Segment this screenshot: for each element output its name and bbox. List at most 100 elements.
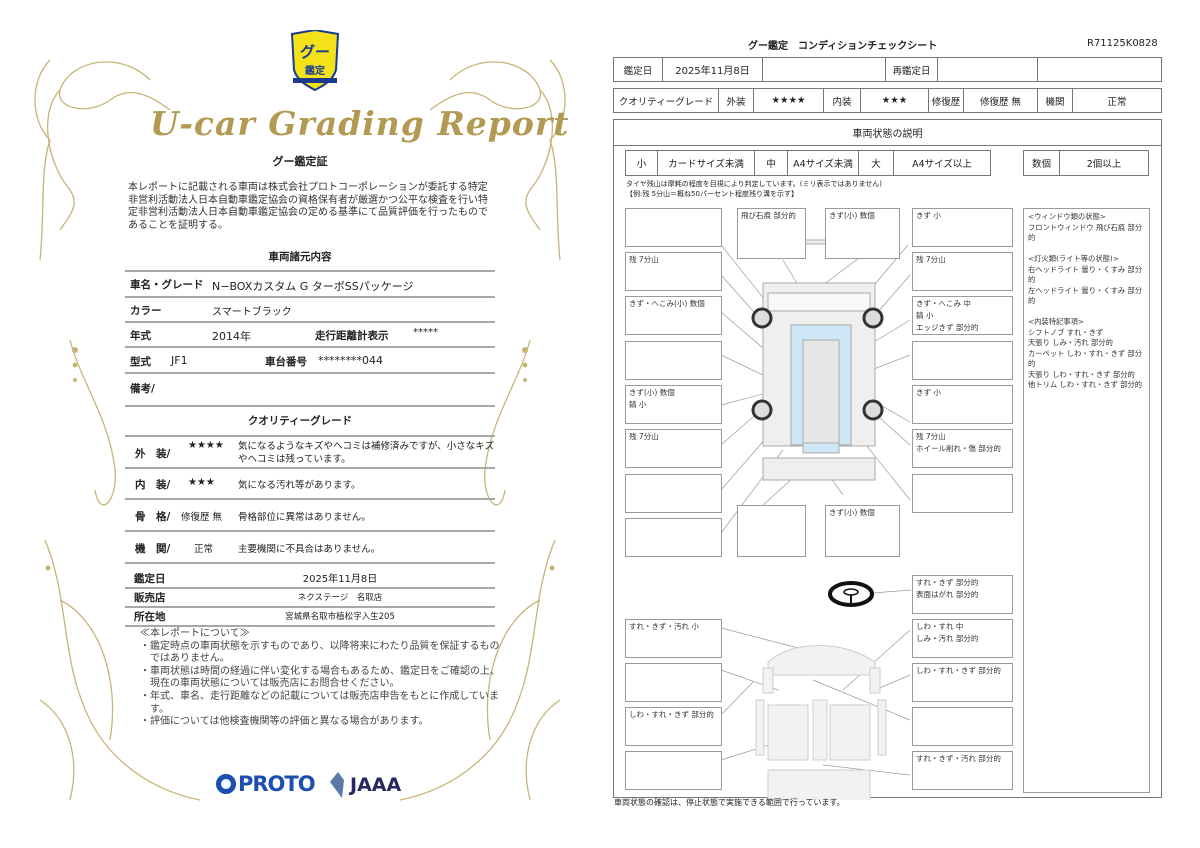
- tire-rear-left-icon: [751, 399, 773, 421]
- svg-text:グー: グー: [300, 43, 330, 61]
- exterior-comment-left: [625, 341, 722, 380]
- proto-logo-mark: [216, 774, 236, 794]
- report-script-title: U-car Grading Report: [150, 104, 570, 143]
- grade-value: 正常: [194, 544, 214, 555]
- grade-label: 機 関/: [135, 543, 171, 555]
- year-label: 年式: [130, 330, 151, 342]
- interior-label: 内装: [823, 88, 861, 113]
- grade-description: 気になる汚れ等があります。: [238, 480, 361, 491]
- year-value: 2014年: [212, 330, 251, 343]
- grade-description: 主要機関に不具合はありません。: [238, 544, 381, 555]
- date-label: 鑑定日: [613, 57, 663, 82]
- exterior-comment-bottom: [737, 505, 806, 557]
- legend-large-desc: A4サイズ以上: [893, 150, 991, 176]
- engine-value: 正常: [1072, 88, 1162, 113]
- exterior-comment-right: きず・へこみ 中 錆 小 エッジきず 部分的: [912, 296, 1013, 335]
- exterior-comment-left: きず・へこみ(小) 数個: [625, 296, 722, 335]
- certificate-title: グー鑑定証: [272, 155, 328, 168]
- about-item: ・鑑定時点の車両状態を示すものであり、以降将来にわたり品質を保証するものではあり…: [140, 640, 500, 665]
- vehicle-diagram: [720, 239, 912, 800]
- odometer-value: *****: [413, 327, 438, 338]
- grade-value: ★★★★: [188, 440, 224, 451]
- exterior-comment-left: 残 7分山: [625, 429, 722, 468]
- legend-several: 数個: [1023, 150, 1060, 176]
- tire-note: タイヤ残山は摩耗の程度を目視により判定しています。(ミリ表示ではありません): [626, 180, 882, 188]
- grade-description: 骨格部位に異常はありません。: [238, 512, 371, 523]
- legend-medium-desc: A4サイズ未満: [787, 150, 859, 176]
- condition-section-title: 車両状態の説明: [613, 119, 1162, 146]
- footer-note: 車両状態の確認は、停止状態で実施できる範囲で行っています。: [614, 798, 845, 807]
- exterior-comment-left: [625, 208, 722, 247]
- odometer-label: 走行距離計表示: [315, 330, 389, 342]
- address-value: 宮城県名取市植松字入生205: [285, 612, 395, 622]
- reappraisal-date-label: 再鑑定日: [885, 57, 938, 82]
- exterior-comment-left: 残 7分山: [625, 252, 722, 291]
- exterior-comment-top: 飛び石痕 部分的: [737, 208, 806, 259]
- special-notes-panel: <ウィンドウ類の状態> フロントウィンドウ 飛び石痕 部分的 <灯火類(ライト等…: [1023, 208, 1150, 793]
- tire-rear-right-icon: [862, 399, 884, 421]
- exterior-label: 外装: [718, 88, 754, 113]
- svg-text:鑑定: 鑑定: [305, 64, 325, 77]
- grade-description: 気になるようなキズやヘコミは補修済みですが、小さなキズやヘコミは残っています。: [238, 441, 495, 465]
- about-item: ・車両状態は時間の経過に伴い変化する場合もあるため、鑑定日をご確認の上、現在の車…: [140, 665, 500, 690]
- shop-value: ネクステージ 名取店: [297, 593, 383, 603]
- model-value: JF1: [171, 354, 188, 367]
- legend-medium: 中: [754, 150, 788, 176]
- remarks-label: 備考/: [130, 383, 155, 395]
- legend-large: 大: [858, 150, 894, 176]
- exterior-comment-left: [625, 474, 722, 513]
- chassis-label: 車台番号: [265, 356, 307, 368]
- model-label: 型式: [130, 356, 151, 368]
- exterior-comment-right: [912, 474, 1013, 513]
- engine-label: 機関: [1037, 88, 1073, 113]
- reappraisal-blank: [1037, 57, 1162, 82]
- exterior-comment-left: [625, 518, 722, 557]
- exterior-comment-right: きず 小: [912, 208, 1013, 247]
- repair-label: 修復歴: [928, 88, 964, 113]
- about-report-notes: ≪本レポートについて≫ ・鑑定時点の車両状態を示すものであり、以降将来にわたり品…: [140, 628, 500, 729]
- repair-value: 修復歴 無: [963, 88, 1038, 113]
- interior-comment-right: [912, 707, 1013, 746]
- address-label: 所在地: [134, 611, 166, 623]
- legend-small-desc: カードサイズ未満: [657, 150, 755, 176]
- exterior-comment-left: きず(小) 数個 錆 小: [625, 385, 722, 424]
- steering-wheel-icon: [828, 581, 874, 607]
- proto-logo: PROTO: [216, 772, 316, 796]
- car-interior-view: [755, 645, 887, 800]
- color-label: カラー: [130, 305, 162, 317]
- tire-front-left-icon: [751, 307, 773, 329]
- grade-title: クオリティーグレード: [247, 415, 353, 427]
- interior-comment-right: すれ・きず・汚れ 部分的: [912, 751, 1013, 790]
- jaaa-logo: JAAA: [328, 770, 401, 800]
- color-value: スマートブラック: [212, 307, 292, 318]
- gold-ornament-frame: [34, 59, 566, 801]
- reappraisal-date-value: [937, 57, 1038, 82]
- quality-grade-label: クオリティーグレード: [613, 88, 719, 113]
- grade-value: 修復歴 無: [181, 512, 223, 523]
- interior-comment-left: [625, 663, 722, 702]
- grade-value: ★★★: [188, 477, 215, 488]
- report-id: R71125K0828: [1087, 38, 1158, 49]
- goo-kantei-badge-logo: グー 鑑定: [290, 30, 340, 92]
- car-name-label: 車名・グレード: [130, 279, 204, 291]
- jaaa-logo-text: JAAA: [350, 774, 402, 796]
- car-top-view: [762, 239, 876, 481]
- interior-comment-left: すれ・きず・汚れ 小: [625, 619, 722, 658]
- shop-label: 販売店: [134, 592, 166, 604]
- grade-label: 骨 格/: [135, 511, 171, 523]
- exterior-value: ★★★★: [753, 88, 824, 113]
- date-blank: [762, 57, 886, 82]
- spec-title: 車両諸元内容: [268, 251, 332, 263]
- appraisal-date-label: 鑑定日: [134, 573, 166, 585]
- date-value: 2025年11月8日: [662, 57, 763, 82]
- about-item: ・年式、車名、走行距離などの記載については販売店申告をもとに作成しています。: [140, 690, 499, 715]
- certificate-text: 本レポートに記載される車両は株式会社プロトコーポレーションが委託する特定非営利活…: [128, 182, 488, 231]
- grade-label: 外 装/: [135, 448, 171, 460]
- exterior-comment-top: きず(小) 数個: [825, 208, 900, 259]
- exterior-comment-right: [912, 341, 1013, 380]
- legend-small: 小: [625, 150, 658, 176]
- interior-comment-left: [625, 751, 722, 790]
- tire-example-note: 【例:残 5分山＝概ね50パーセント程度残り溝を示す】: [626, 190, 798, 198]
- chassis-value: ********044: [318, 354, 383, 367]
- interior-comment-left: しわ・すれ・きず 部分的: [625, 707, 722, 746]
